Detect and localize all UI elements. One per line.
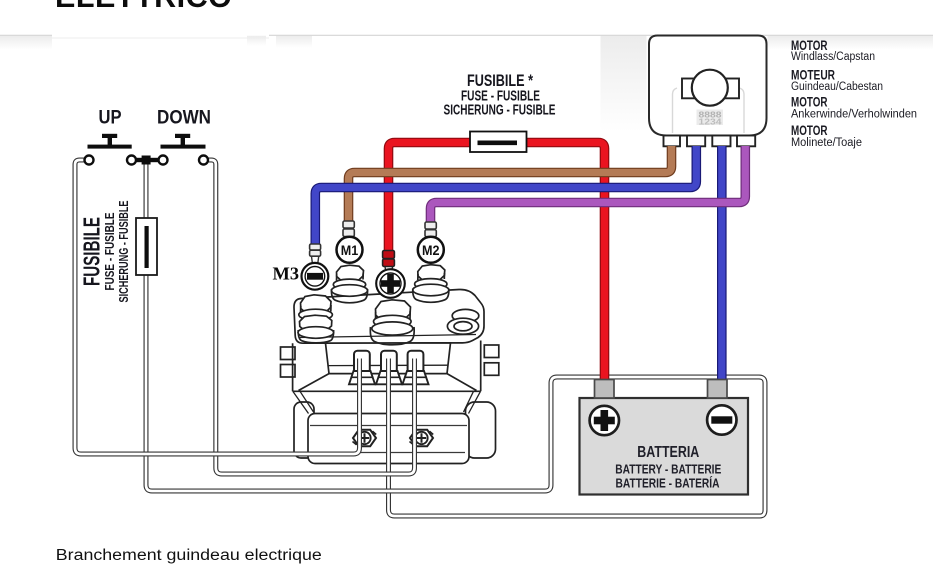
svg-text:1234: 1234	[699, 117, 722, 127]
svg-text:FUSE - FUSIBLE: FUSE - FUSIBLE	[102, 212, 117, 290]
svg-text:Windlass/Capstan: Windlass/Capstan	[791, 51, 875, 63]
svg-text:Ankerwinde/Verholwinden: Ankerwinde/Verholwinden	[791, 109, 917, 121]
svg-text:BATTERY - BATTERIE: BATTERY - BATTERIE	[615, 462, 721, 477]
svg-text:MOTOR: MOTOR	[791, 38, 828, 53]
svg-text:MOTOR: MOTOR	[791, 94, 828, 109]
svg-text:BATTERIA: BATTERIA	[637, 444, 699, 461]
svg-text:Guindeau/Cabestan: Guindeau/Cabestan	[791, 81, 883, 93]
svg-text:FUSIBILE *: FUSIBILE *	[467, 71, 533, 90]
svg-text:Molinete/Toaje: Molinete/Toaje	[791, 137, 862, 149]
svg-text:DOWN: DOWN	[157, 107, 211, 129]
svg-text:Branchement guindeau electriqu: Branchement guindeau electrique	[56, 547, 322, 564]
svg-text:UP: UP	[99, 107, 122, 129]
svg-text:SICHERUNG - FUSIBLE: SICHERUNG - FUSIBLE	[444, 103, 556, 119]
svg-text:FUSIBILE: FUSIBILE	[79, 217, 105, 286]
svg-text:BATTERIE - BATERÍA: BATTERIE - BATERÍA	[616, 476, 720, 491]
svg-text:FUSE - FUSIBLE: FUSE - FUSIBLE	[461, 89, 540, 105]
svg-text:MOTEUR: MOTEUR	[791, 68, 835, 83]
svg-text:M3: M3	[273, 264, 300, 284]
svg-text:8888: 8888	[699, 110, 722, 120]
svg-text:ELETTRICO: ELETTRICO	[55, 0, 232, 14]
svg-text:M2: M2	[422, 243, 440, 258]
svg-text:MOTOR: MOTOR	[791, 123, 828, 138]
svg-text:M1: M1	[341, 243, 359, 258]
svg-text:SICHERUNG - FUSIBLE: SICHERUNG - FUSIBLE	[116, 200, 131, 302]
